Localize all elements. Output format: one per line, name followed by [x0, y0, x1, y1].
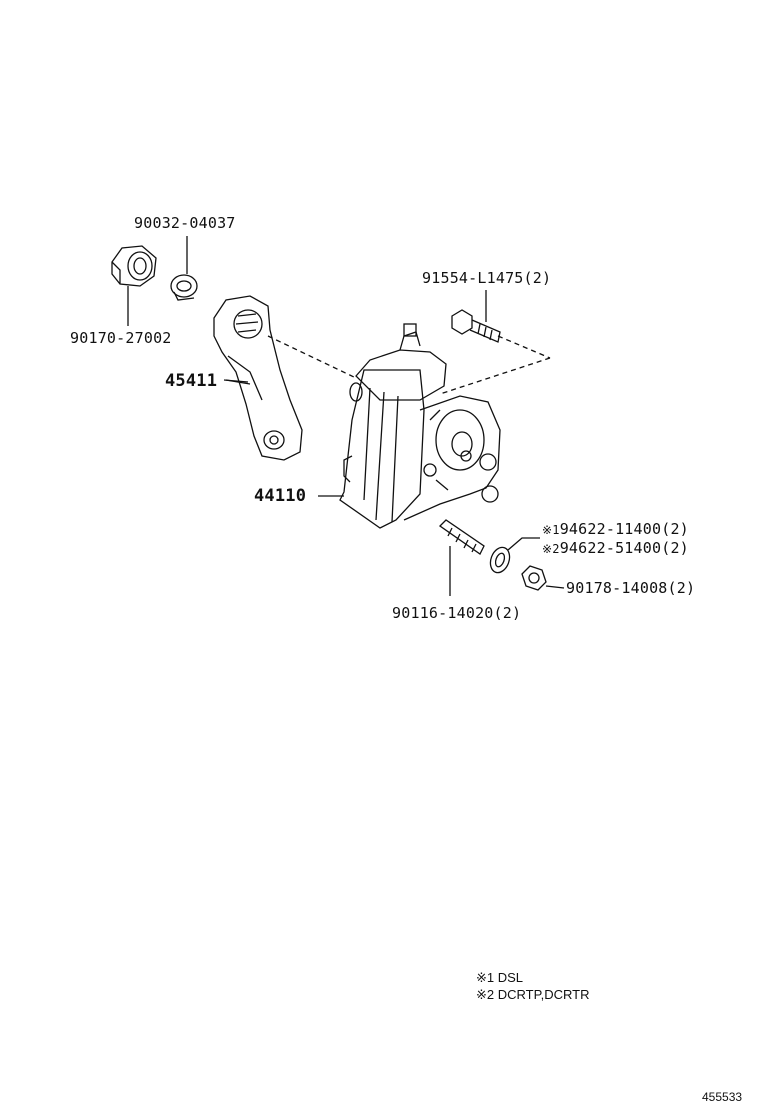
washer-2-number: 94622-51400(2) — [559, 539, 689, 557]
bolt-drawing — [451, 290, 501, 343]
label-pitman-arm: 45411 — [165, 371, 218, 391]
label-nut-top: 90170-27002 — [70, 329, 172, 347]
guide-lines — [267, 335, 551, 395]
label-nut-bottom: 90178-14008(2) — [566, 579, 696, 597]
washer-1-number: 94622-11400(2) — [559, 520, 689, 538]
leader-45411 — [223, 379, 249, 383]
nut-top-drawing — [111, 245, 157, 326]
washer-1-mark: ※1 — [542, 523, 560, 537]
label-washer-2: ※294622-51400(2) — [542, 539, 689, 557]
gear-box-drawing — [339, 323, 501, 529]
label-washer-1: ※194622-11400(2) — [542, 520, 689, 538]
washer-2-mark: ※2 — [542, 542, 560, 556]
diagram-code: 455533 — [702, 1090, 743, 1104]
stud-drawing — [438, 519, 485, 596]
washer-bottom-drawing — [489, 537, 540, 574]
label-stud: 90116-14020(2) — [392, 604, 522, 622]
note-2: ※2 DCRTP,DCRTR — [476, 987, 590, 1002]
nut-bottom-drawing — [521, 565, 565, 591]
label-washer-top: 90032-04037 — [134, 214, 236, 232]
note-1: ※1 DSL — [476, 970, 524, 985]
pitman-arm-drawing — [213, 295, 303, 461]
label-gear-assy: 44110 — [254, 486, 307, 506]
washer-top-drawing — [170, 236, 198, 301]
label-bolt: 91554-L1475(2) — [422, 269, 552, 287]
